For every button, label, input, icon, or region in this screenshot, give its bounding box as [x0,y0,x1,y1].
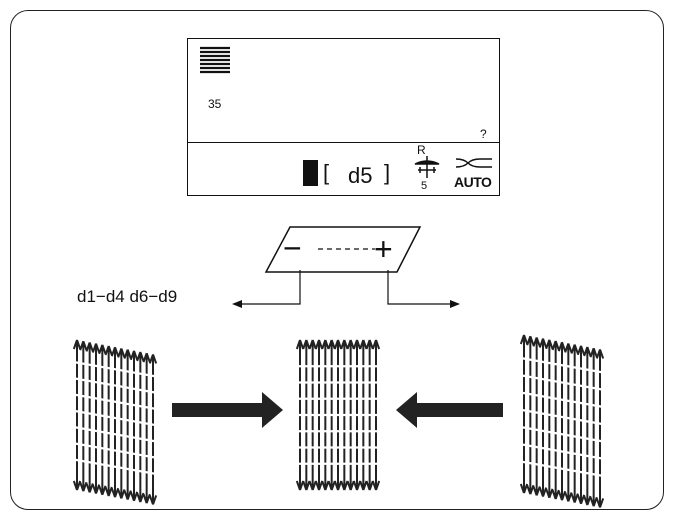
pattern-code: d5 [348,163,373,188]
stitch-count: 35 [208,97,222,111]
arrow-left [396,392,503,428]
lcd-divider [188,142,499,143]
right-connector [387,270,452,305]
width-adjuster [264,226,422,273]
pattern-range-label: d1−d4 d6−d9 [77,287,178,306]
plus-symbol: + [374,231,393,267]
auto-label: AUTO [454,174,492,190]
lcd-display: 35 ? [ d5 ] R 5 AUTO [187,38,500,196]
left-connector [238,270,301,305]
presser-foot-number: 5 [421,180,428,192]
bracket-open: [ [323,160,331,185]
help-symbol: ? [480,127,487,141]
block-cursor [303,160,318,186]
presser-foot-letter: R [417,143,426,157]
stitch-sample-narrow [72,339,158,505]
thread-cutter-icon [455,158,492,168]
stitch-sample-wide [519,334,605,508]
left-connector-arrowhead [232,300,242,308]
stitch-sample-standard [295,339,381,491]
satin-stitch-icon [200,46,230,74]
bracket-close: ] [384,160,391,185]
presser-foot-icon [414,156,440,178]
arrow-right [172,392,283,428]
minus-symbol: − [283,230,302,266]
right-connector-arrowhead [450,300,460,308]
